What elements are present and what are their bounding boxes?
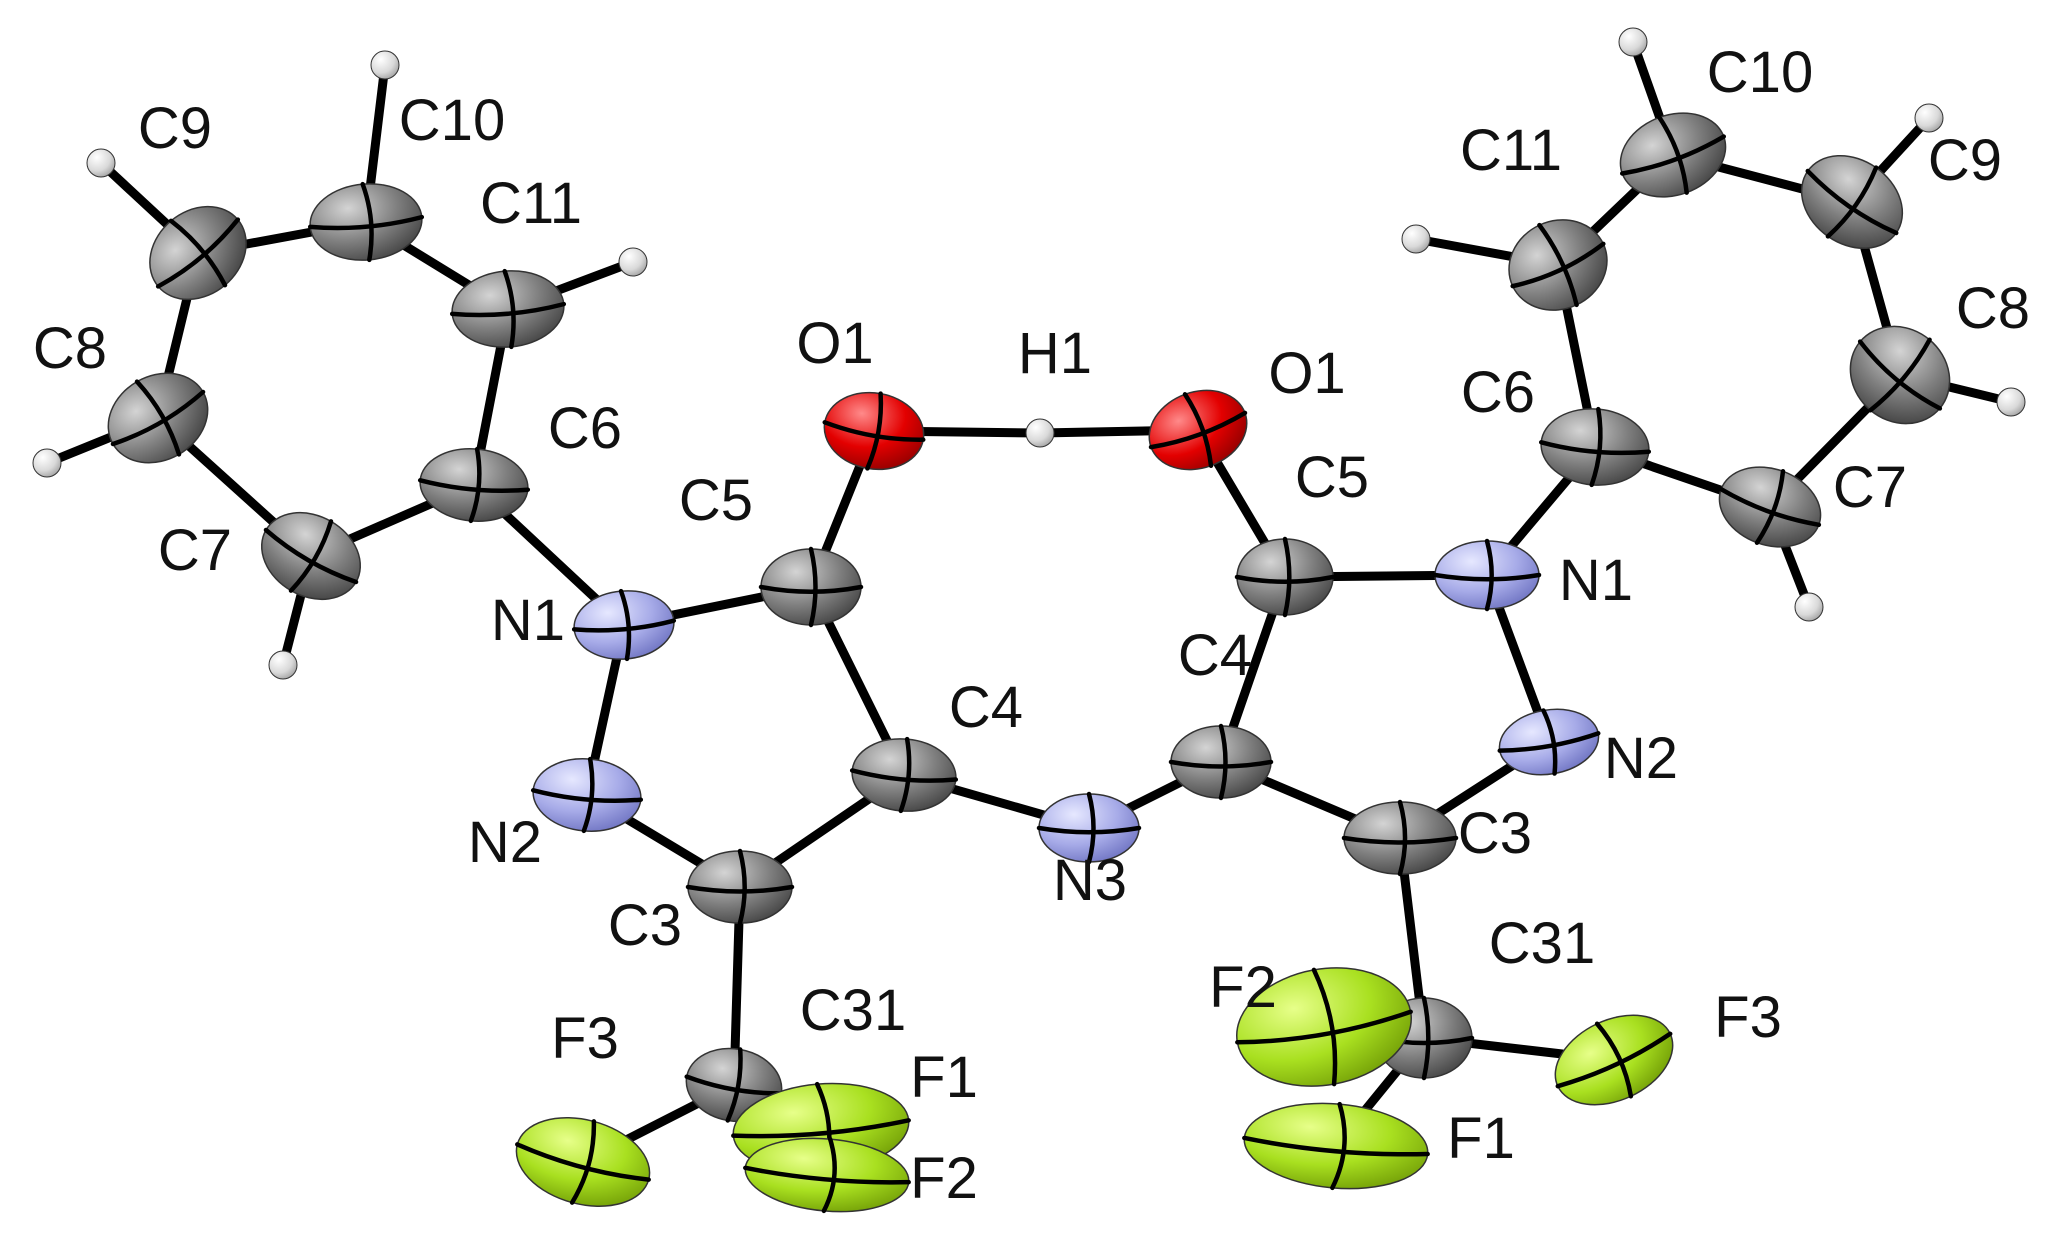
atom-r-c5 bbox=[1234, 536, 1336, 618]
label-l-c11: C11 bbox=[480, 171, 582, 236]
atom-hr10 bbox=[1618, 27, 1648, 57]
atom-layer bbox=[32, 27, 2026, 1214]
label-r-c6: C6 bbox=[1461, 360, 1535, 425]
atom-l-c9 bbox=[149, 205, 247, 301]
label-l-c3: C3 bbox=[608, 893, 682, 958]
atom-hr8 bbox=[1996, 387, 2026, 417]
atom-r-f3 bbox=[1554, 1014, 1674, 1106]
label-r-f3: F3 bbox=[1714, 985, 1782, 1050]
atom-hl10 bbox=[370, 50, 400, 80]
atom-r-n1 bbox=[1432, 538, 1542, 612]
atom-hl8 bbox=[32, 448, 62, 478]
atom-r-c8 bbox=[1849, 325, 1951, 425]
label-r-c3: C3 bbox=[1458, 801, 1532, 866]
label-h1: H1 bbox=[1018, 321, 1092, 386]
label-l-c6: C6 bbox=[548, 396, 622, 461]
atom-r-c4 bbox=[1168, 723, 1274, 801]
atom-r-c7 bbox=[1718, 466, 1822, 548]
atom-l-c4 bbox=[849, 736, 959, 814]
label-r-c10: C10 bbox=[1707, 40, 1813, 105]
label-r-f2: F2 bbox=[1209, 955, 1277, 1020]
atom-r-n2 bbox=[1497, 708, 1601, 776]
atom-r-o1 bbox=[1148, 389, 1248, 471]
atom-r-c11 bbox=[1508, 219, 1608, 311]
label-n3: N3 bbox=[1053, 848, 1127, 913]
label-r-c31: C31 bbox=[1489, 911, 1595, 976]
label-r-c9: C9 bbox=[1928, 128, 2002, 193]
label-r-n1: N1 bbox=[1559, 548, 1633, 613]
label-r-n2: N2 bbox=[1604, 726, 1678, 791]
atom-hl9 bbox=[86, 148, 116, 178]
label-l-n2: N2 bbox=[468, 810, 542, 875]
atom-r-c3 bbox=[1341, 799, 1459, 877]
atom-h1 bbox=[1025, 418, 1055, 448]
label-l-c5: C5 bbox=[679, 468, 753, 533]
atom-hr7 bbox=[1794, 592, 1824, 622]
atom-r-c6 bbox=[1538, 406, 1652, 488]
atom-l-c5 bbox=[758, 546, 864, 628]
atom-l-c11 bbox=[449, 268, 567, 350]
label-r-c5: C5 bbox=[1295, 445, 1369, 510]
label-l-c10: C10 bbox=[399, 88, 505, 153]
atom-r-f2 bbox=[1235, 967, 1413, 1087]
atom-l-f3 bbox=[515, 1117, 651, 1207]
label-r-f1: F1 bbox=[1447, 1106, 1515, 1171]
label-l-c4: C4 bbox=[949, 675, 1023, 740]
atom-hl7 bbox=[268, 650, 298, 680]
label-r-c7: C7 bbox=[1833, 455, 1907, 520]
atom-hr9 bbox=[1914, 103, 1944, 133]
atom-l-o1 bbox=[822, 391, 926, 471]
atom-r-f1 bbox=[1242, 1101, 1430, 1191]
atom-r-c10 bbox=[1619, 112, 1727, 198]
atom-l-c3 bbox=[685, 848, 795, 926]
label-l-f1: F1 bbox=[910, 1045, 978, 1110]
label-l-n1: N1 bbox=[491, 588, 565, 653]
label-l-o1: O1 bbox=[796, 311, 873, 376]
atom-hl11 bbox=[618, 247, 648, 277]
atom-r-c9 bbox=[1800, 154, 1904, 250]
label-l-c31: C31 bbox=[800, 978, 906, 1043]
atom-l-n2 bbox=[530, 756, 644, 834]
label-l-c8: C8 bbox=[33, 316, 107, 381]
atom-l-c7 bbox=[260, 511, 362, 601]
label-r-c4: C4 bbox=[1178, 623, 1252, 688]
label-r-c11: C11 bbox=[1460, 118, 1562, 183]
atom-l-c6 bbox=[417, 446, 531, 524]
label-l-c9: C9 bbox=[138, 96, 212, 161]
label-l-c7: C7 bbox=[158, 518, 232, 583]
atom-l-c8 bbox=[107, 372, 209, 464]
atom-l-c10 bbox=[307, 181, 425, 263]
atom-l-f2 bbox=[743, 1136, 911, 1214]
atom-n3 bbox=[1036, 791, 1142, 865]
label-r-o1: O1 bbox=[1268, 341, 1345, 406]
atom-l-n1 bbox=[571, 588, 677, 662]
label-r-c8: C8 bbox=[1956, 276, 2030, 341]
label-l-f2: F2 bbox=[910, 1146, 978, 1211]
label-l-f3: F3 bbox=[551, 1006, 619, 1071]
atom-hr11 bbox=[1401, 224, 1431, 254]
